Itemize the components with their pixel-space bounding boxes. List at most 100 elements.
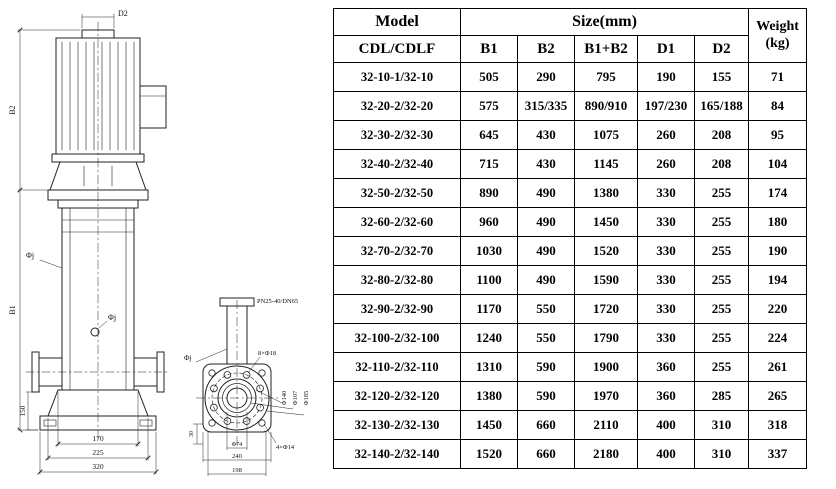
d2-cell: 155 bbox=[694, 62, 749, 92]
table-row: 32-40-2/32-40 715 430 1145 260 208 104 bbox=[333, 149, 807, 179]
d1-cell: 400 bbox=[637, 439, 695, 469]
d1-cell: 197/230 bbox=[637, 91, 695, 121]
pump-technical-drawing: D2 B2 B1 Φj Φj 150 170 225 320 PN25-40/D… bbox=[8, 9, 310, 476]
b1-cell: 960 bbox=[460, 207, 518, 237]
model-cell: 32-30-2/32-30 bbox=[333, 120, 461, 150]
table-row: 32-70-2/32-70 1030 490 1520 330 255 190 bbox=[333, 236, 807, 266]
b1b2-cell: 1450 bbox=[574, 207, 638, 237]
d1-cell: 260 bbox=[637, 149, 695, 179]
b2-cell: 660 bbox=[517, 410, 575, 440]
b1-cell: 1520 bbox=[460, 439, 518, 469]
table-row: 32-30-2/32-30 645 430 1075 260 208 95 bbox=[333, 120, 807, 150]
d1-cell: 330 bbox=[637, 236, 695, 266]
b1b2-cell: 2110 bbox=[574, 410, 638, 440]
model-cell: 32-20-2/32-20 bbox=[333, 91, 461, 121]
phi107-label: Φ107 bbox=[292, 390, 299, 405]
header-row-1: Model Size(mm) Weight (kg) bbox=[333, 8, 807, 63]
b1b2-cell: 1520 bbox=[574, 236, 638, 266]
weight-cell: 220 bbox=[748, 294, 807, 324]
b2-cell: 490 bbox=[517, 265, 575, 295]
b2-cell: 290 bbox=[517, 62, 575, 92]
b2-cell: 590 bbox=[517, 381, 575, 411]
dimension-table: Model Size(mm) Weight (kg) CDL/CDLF B1 B… bbox=[333, 8, 807, 469]
b1b2-cell: 1380 bbox=[574, 178, 638, 208]
d2-cell: 208 bbox=[694, 120, 749, 150]
b2-cell: 490 bbox=[517, 178, 575, 208]
model-cell: 32-80-2/32-80 bbox=[333, 265, 461, 295]
b1b2-cell: 2180 bbox=[574, 439, 638, 469]
weight-cell: 194 bbox=[748, 265, 807, 295]
terminal-box bbox=[139, 85, 167, 129]
b2-cell: 315/335 bbox=[517, 91, 575, 121]
b2-cell: 430 bbox=[517, 149, 575, 179]
table-row: 32-110-2/32-110 1310 590 1900 360 255 26… bbox=[333, 352, 807, 382]
d2-cell: 255 bbox=[694, 265, 749, 295]
weight-cell: 337 bbox=[748, 439, 807, 469]
phi140-label: Φ140 bbox=[281, 391, 288, 406]
col-header-d2: D2 bbox=[694, 35, 749, 63]
flange-view bbox=[193, 297, 305, 476]
b1-cell: 1380 bbox=[460, 381, 518, 411]
col-header-b2: B2 bbox=[517, 35, 575, 63]
weight-cell: 104 bbox=[748, 149, 807, 179]
weight-cell: 261 bbox=[748, 352, 807, 382]
port-diameter-label-flange: Φj bbox=[184, 353, 192, 362]
weight-cell: 180 bbox=[748, 207, 807, 237]
weight-cell: 174 bbox=[748, 178, 807, 208]
d1-cell: 330 bbox=[637, 294, 695, 324]
d1-cell: 330 bbox=[637, 265, 695, 295]
table-row: 32-90-2/32-90 1170 550 1720 330 255 220 bbox=[333, 294, 807, 324]
d1-cell: 330 bbox=[637, 178, 695, 208]
weight-cell: 95 bbox=[748, 120, 807, 150]
d1-cell: 260 bbox=[637, 120, 695, 150]
b1-cell: 715 bbox=[460, 149, 518, 179]
table-row: 32-80-2/32-80 1100 490 1590 330 255 194 bbox=[333, 265, 807, 295]
d2-dim-label: D2 bbox=[118, 9, 128, 18]
d2-cell: 255 bbox=[694, 178, 749, 208]
table-row: 32-140-2/32-140 1520 660 2180 400 310 33… bbox=[333, 439, 807, 469]
d2-cell: 310 bbox=[694, 410, 749, 440]
b1-cell: 1100 bbox=[460, 265, 518, 295]
size-header: Size(mm) bbox=[460, 8, 749, 36]
weight-title: Weight bbox=[756, 19, 799, 35]
dim-30-label: 30 bbox=[189, 431, 195, 437]
b1b2-cell: 890/910 bbox=[574, 91, 638, 121]
d2-cell: 255 bbox=[694, 294, 749, 324]
model-cell: 32-130-2/32-130 bbox=[333, 410, 461, 440]
model-cell: 32-60-2/32-60 bbox=[333, 207, 461, 237]
b2-cell: 490 bbox=[517, 236, 575, 266]
bolt-4-label: 4×Φ14 bbox=[276, 444, 295, 451]
weight-cell: 71 bbox=[748, 62, 807, 92]
model-cell: 32-40-2/32-40 bbox=[333, 149, 461, 179]
model-series-header: CDL/CDLF bbox=[333, 35, 461, 63]
table-row: 32-20-2/32-20 575 315/335 890/910 197/23… bbox=[333, 91, 807, 121]
dim-198-label: 198 bbox=[232, 467, 242, 474]
b1-cell: 1310 bbox=[460, 352, 518, 382]
b2-cell: 490 bbox=[517, 207, 575, 237]
model-cell: 32-120-2/32-120 bbox=[333, 381, 461, 411]
col-header-b1b2: B1+B2 bbox=[574, 35, 638, 63]
d2-cell: 255 bbox=[694, 323, 749, 353]
d1-cell: 360 bbox=[637, 352, 695, 382]
drawing-area: D2 B2 B1 Φj Φj 150 170 225 320 PN25-40/D… bbox=[0, 0, 332, 489]
b1-cell: 1240 bbox=[460, 323, 518, 353]
table-row: 32-100-2/32-100 1240 550 1790 330 255 22… bbox=[333, 323, 807, 353]
b1-cell: 505 bbox=[460, 62, 518, 92]
b1b2-cell: 1720 bbox=[574, 294, 638, 324]
b1-cell: 890 bbox=[460, 178, 518, 208]
b1-cell: 1450 bbox=[460, 410, 518, 440]
weight-header: Weight (kg) bbox=[748, 8, 807, 63]
b1-dim-label: B1 bbox=[8, 305, 17, 314]
d1-cell: 330 bbox=[637, 207, 695, 237]
col-header-d1: D1 bbox=[637, 35, 695, 63]
b2-cell: 430 bbox=[517, 120, 575, 150]
drawing-labels: D2 B2 B1 Φj Φj 150 170 225 320 PN25-40/D… bbox=[8, 9, 310, 474]
header-row-2: CDL/CDLF B1 B2 B1+B2 D1 D2 bbox=[333, 35, 807, 63]
d1-cell: 360 bbox=[637, 381, 695, 411]
phi74-label: Φ74 bbox=[232, 442, 242, 448]
d2-cell: 255 bbox=[694, 352, 749, 382]
d1-cell: 330 bbox=[637, 323, 695, 353]
b2-cell: 590 bbox=[517, 352, 575, 382]
b1b2-cell: 795 bbox=[574, 62, 638, 92]
